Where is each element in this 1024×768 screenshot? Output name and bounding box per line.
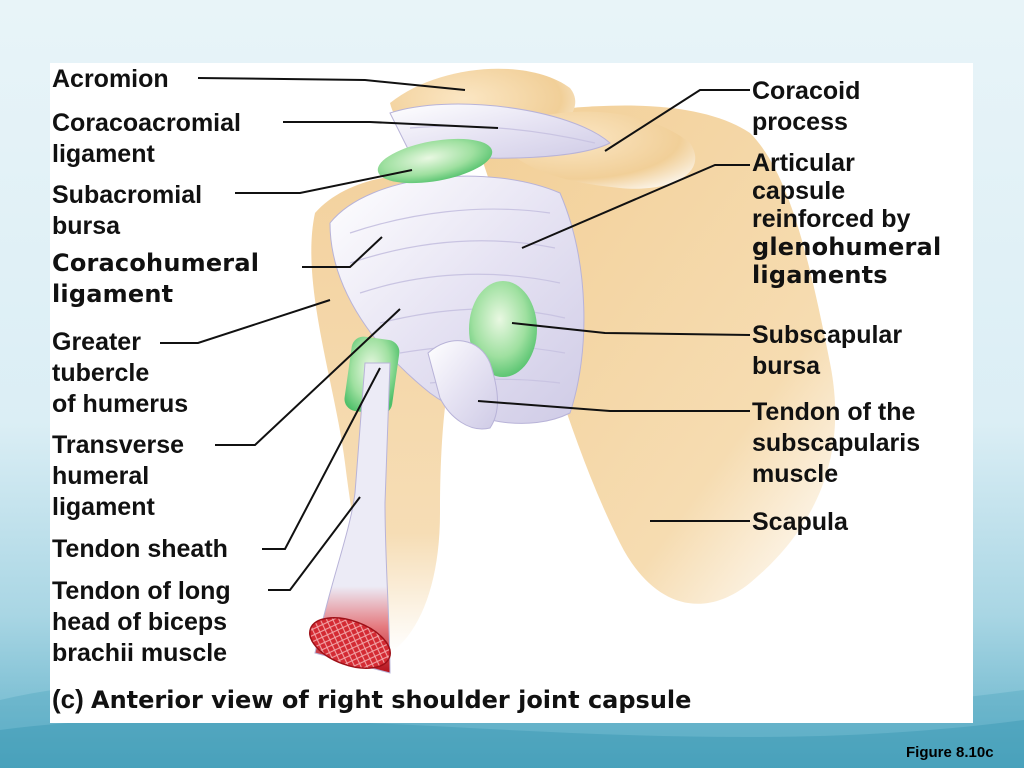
ligament-fibers — [349, 125, 596, 384]
label-glenohumeral-ligaments: glenohumeral — [752, 233, 942, 261]
label-coracoacromial-ligament: Coracoacromial ligament — [52, 109, 241, 168]
label-scapula: Scapula — [752, 508, 848, 536]
leader-lines — [160, 77, 751, 591]
label-subscapularis-tendon: Tendon of the subscapularis muscle — [752, 398, 921, 488]
subscapular-bursa-shape — [469, 281, 537, 377]
shoulder-illustration — [160, 68, 836, 674]
label-coracoid-process: Coracoid process — [752, 77, 861, 136]
label-acromion: Acromion — [52, 65, 169, 93]
label-greater-tubercle: Greater tubercle of humerus — [52, 328, 189, 418]
figure-number: Figure 8.10c — [906, 744, 994, 761]
biceps-muscle-cut-shape — [309, 617, 391, 669]
label-coracohumeral-ligament: Coracohumeral ligament — [52, 249, 260, 308]
label-subscapular-bursa: Subscapular bursa — [752, 321, 903, 380]
label-tendon-sheath: Tendon sheath — [52, 535, 228, 563]
subscapularis-tendon-shape — [427, 340, 498, 430]
label-subacromial-bursa: Subacromial bursa — [52, 181, 203, 240]
label-biceps-tendon: Tendon of long head of biceps brachii mu… — [52, 577, 231, 667]
figure-caption: (c) Anterior view of right shoulder join… — [52, 684, 692, 714]
biceps-tendon-shape — [314, 362, 391, 674]
label-articular-capsule: Articular capsule reinforced by glenohum… — [752, 149, 942, 289]
label-transverse-humeral-ligament: Transverse humeral ligament — [52, 431, 185, 521]
